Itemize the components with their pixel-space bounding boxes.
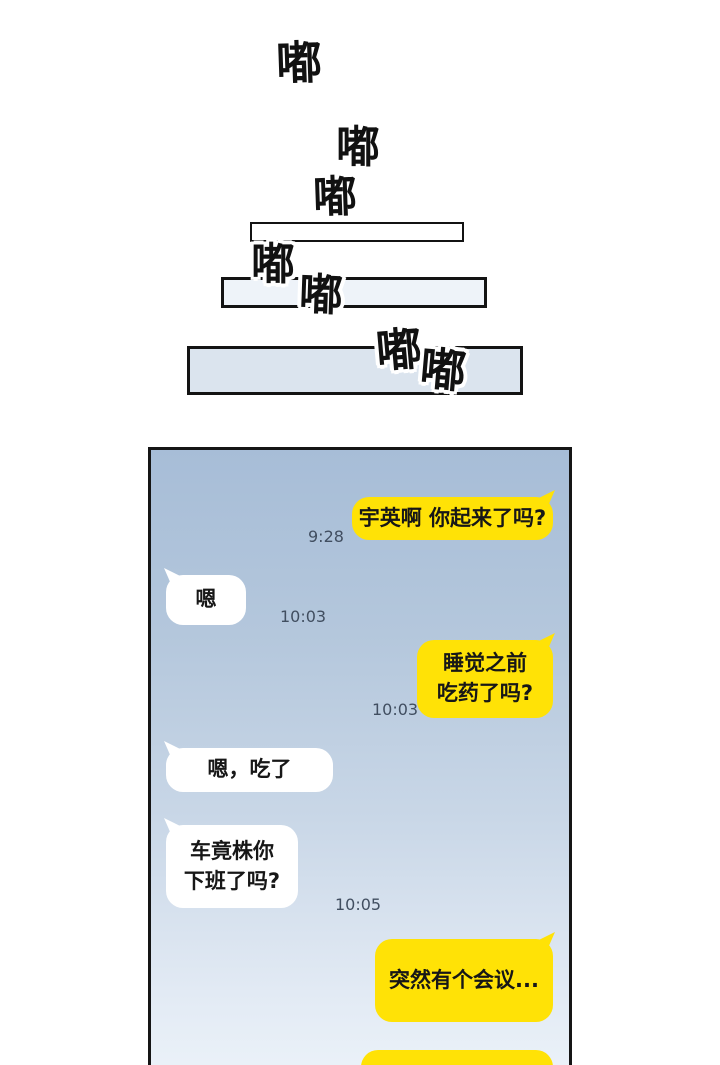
chat-bubble-outgoing-4-cutoff bbox=[361, 1050, 553, 1065]
sfx-beep-1: 嘟 bbox=[275, 35, 322, 91]
notification-bar-3 bbox=[187, 346, 523, 395]
chat-bubble-outgoing-2: 睡觉之前 吃药了吗? bbox=[417, 640, 553, 718]
sfx-beep-2: 嘟 bbox=[336, 122, 380, 173]
chat-bubble-outgoing-1: 宇英啊 你起来了吗? bbox=[352, 497, 553, 540]
sfx-beep-6: 嘟 bbox=[373, 321, 424, 379]
timestamp-4: 10:05 bbox=[335, 895, 382, 914]
timestamp-1: 9:28 bbox=[308, 527, 344, 546]
sfx-beep-5: 嘟 bbox=[298, 269, 343, 322]
notification-bar-1 bbox=[250, 222, 464, 242]
chat-bubble-incoming-3: 车竟株你 下班了吗? bbox=[166, 825, 298, 908]
chat-panel: 宇英啊 你起来了吗? 9:28 嗯 10:03 睡觉之前 吃药了吗? 10:03… bbox=[148, 447, 572, 1065]
chat-bubble-incoming-1: 嗯 bbox=[166, 575, 246, 625]
chat-bubble-outgoing-3: 突然有个会议... bbox=[375, 939, 553, 1022]
sfx-beep-7: 嘟 bbox=[417, 341, 468, 399]
chat-bubble-incoming-2: 嗯，吃了 bbox=[166, 748, 333, 792]
sfx-beep-4: 嘟 bbox=[251, 239, 295, 290]
timestamp-2: 10:03 bbox=[280, 607, 327, 626]
timestamp-3: 10:03 bbox=[372, 700, 419, 719]
sfx-beep-3: 嘟 bbox=[312, 171, 357, 224]
notification-bar-2 bbox=[221, 277, 487, 308]
